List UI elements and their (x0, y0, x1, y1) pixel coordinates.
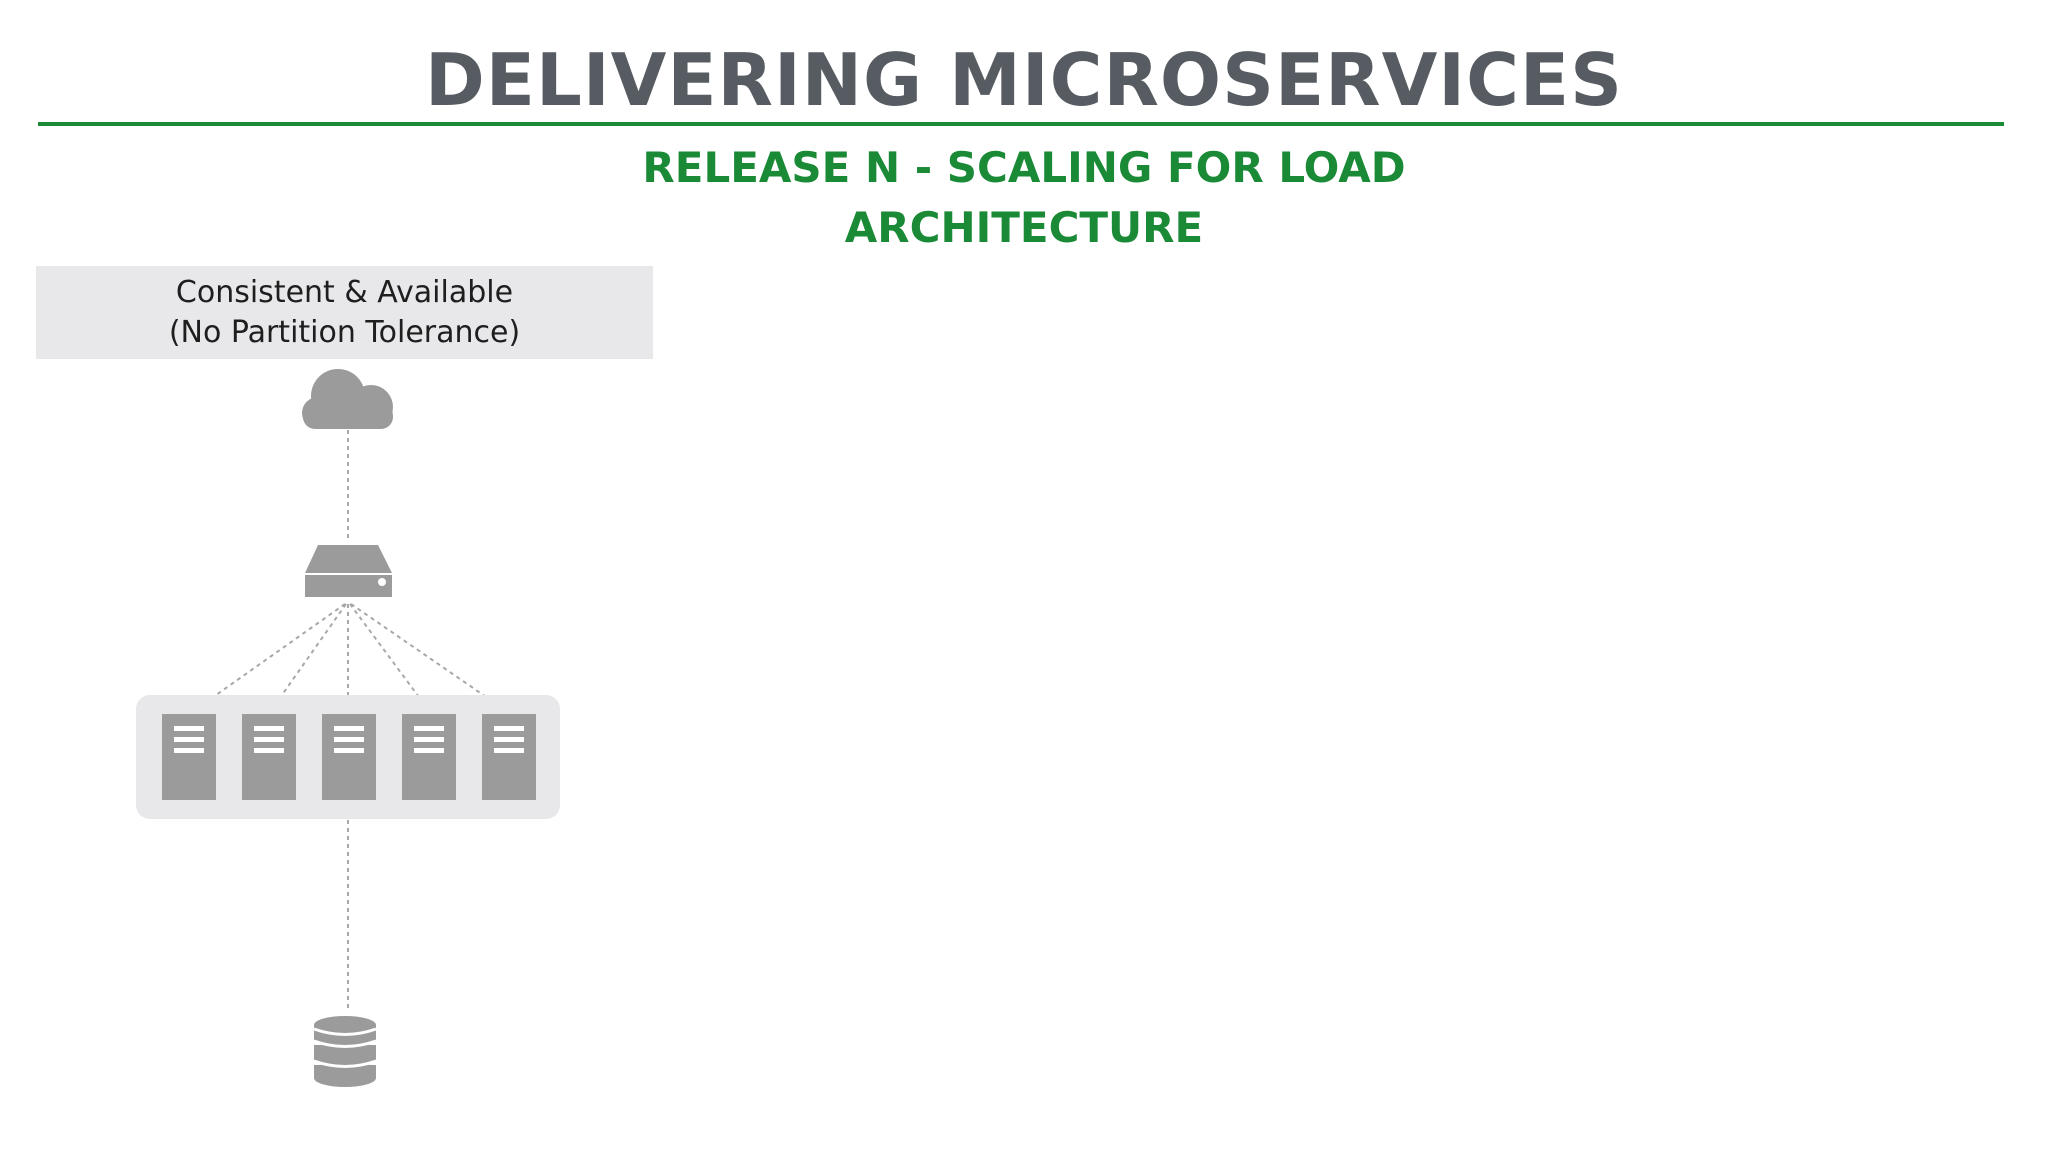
section-subtitle-architecture: ARCHITECTURE (844, 203, 1204, 252)
database-icon (313, 1016, 377, 1087)
title-divider (38, 122, 2004, 126)
page-title: DELIVERING MICROSERVICES (425, 38, 1623, 122)
server-icon-1 (162, 714, 216, 800)
diagram-label-line2: (No Partition Tolerance) (168, 314, 521, 350)
server-icon-4 (402, 714, 456, 800)
connector-lines (191, 430, 509, 1012)
diagram-label-line1: Consistent & Available (175, 274, 514, 310)
cloud-icon (302, 369, 393, 429)
connector-balancer-to-server-4 (349, 603, 431, 713)
load-balancer-icon (305, 545, 392, 597)
server-icon-2 (242, 714, 296, 800)
section-subtitle: RELEASE N - SCALING FOR LOAD (642, 143, 1406, 192)
diagram-label-box: Consistent & Available (No Partition Tol… (36, 266, 653, 359)
server-icon-3 (322, 714, 376, 800)
connector-balancer-to-server-2 (269, 603, 347, 713)
server-icon-5 (482, 714, 536, 800)
